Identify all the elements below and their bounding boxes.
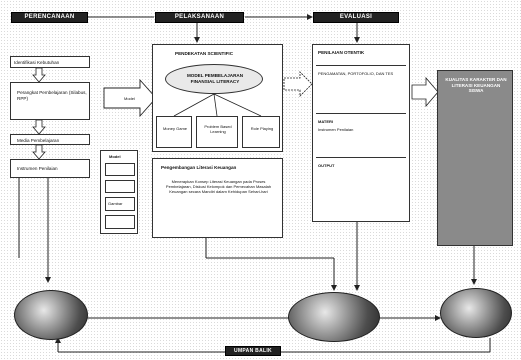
divider-3 — [316, 157, 406, 158]
authentic-assessment-box: PENILAIAN OTENTIK PENGAMATAN, PORTOFOLIO… — [312, 44, 410, 222]
outcome-panel: KUALITAS KARAKTER DAN LITERASI KEUANGAN … — [437, 70, 513, 246]
literacy-development-text: Menerapkan Konsep Literasi Keuangan pada… — [161, 179, 276, 194]
planning-blob — [14, 290, 88, 340]
divider-2 — [316, 113, 406, 114]
outcome-title: KUALITAS KARAKTER DAN LITERASI KEUANGAN … — [444, 77, 508, 94]
authentic-assessment-title: PENILAIAN OTENTIK — [318, 50, 364, 56]
literacy-development-box: Pengembangan Literasi Keuangan Menerapka… — [152, 158, 283, 238]
output-label: OUTPUT — [318, 163, 334, 168]
materials-label: MATERI — [318, 119, 333, 124]
divider-1 — [316, 65, 406, 66]
feedback-label: UMPAN BALIK — [225, 346, 281, 356]
materials-text: Instrumen Penilaian — [318, 127, 406, 132]
literacy-development-title: Pengembangan Literasi Keuangan — [161, 165, 276, 171]
result-blob — [440, 288, 512, 338]
process-blob — [288, 292, 380, 342]
observation-text: PENGAMATAN, PORTOFOLIO, DAN TES — [318, 71, 406, 76]
